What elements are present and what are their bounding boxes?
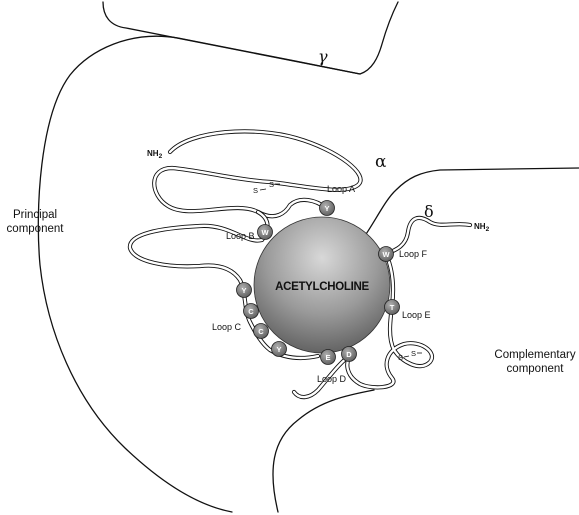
loop-a-label: Loop A: [327, 184, 355, 194]
svg-text:E: E: [325, 353, 330, 362]
subunit-outlines: [37, 1, 579, 513]
svg-text:S: S: [269, 180, 274, 189]
delta-n-terminus-label: NH2: [474, 222, 490, 233]
svg-text:D: D: [346, 350, 352, 359]
svg-text:S: S: [411, 349, 416, 358]
delta-lower-boundary: [272, 389, 375, 513]
residue-loopD-e: E: [320, 349, 336, 365]
svg-text:Y: Y: [276, 345, 281, 354]
residue-loopC-y1: Y: [236, 282, 252, 298]
delta-subunit-label: δ: [424, 202, 434, 221]
svg-text:S: S: [253, 186, 258, 195]
loop-c-label: Loop C: [212, 322, 242, 332]
loop-d-label: Loop D: [317, 374, 347, 384]
residues: Y W Y C C Y E D: [236, 200, 400, 365]
principal-component-label-line1: Principal: [13, 209, 57, 221]
ligand-label: ACETYLCHOLINE: [275, 281, 369, 293]
complementary-component-label-line1: Complementary: [494, 349, 575, 361]
svg-text:C: C: [258, 327, 264, 336]
svg-text:W: W: [261, 228, 269, 237]
residue-loopC-c1: C: [243, 303, 259, 319]
residue-loopB-w: W: [257, 224, 273, 240]
residue-loopC-y2: Y: [271, 341, 287, 357]
alpha-n-terminus-label: NH2: [147, 149, 163, 160]
gamma-subunit-outline: [102, 1, 399, 75]
complementary-component-label-line2: component: [507, 363, 565, 375]
loop-e-label: Loop E: [402, 310, 431, 320]
svg-text:T: T: [390, 303, 395, 312]
residue-loopE-t: T: [384, 299, 400, 315]
residue-loopC-c2: C: [253, 323, 269, 339]
svg-text:Y: Y: [324, 204, 329, 213]
svg-text:S: S: [398, 353, 403, 362]
principal-component-label-line2: component: [7, 223, 65, 235]
gamma-subunit-label: γ: [318, 47, 328, 66]
svg-text:W: W: [382, 250, 390, 259]
residue-loopA-y: Y: [319, 200, 335, 216]
alpha-subunit-label: α: [375, 152, 387, 172]
alpha-subunit-outline: [37, 35, 361, 513]
svg-text:C: C: [248, 307, 254, 316]
svg-text:Y: Y: [241, 286, 246, 295]
delta-disulfide-bridge: S S: [398, 349, 422, 362]
alpha-strand: [127, 129, 363, 361]
alpha-disulfide-bridge: S S: [253, 180, 280, 195]
alpha-delta-interface: [361, 167, 579, 241]
residue-loopF-w: W: [378, 246, 394, 262]
loop-b-label: Loop B: [226, 231, 255, 241]
residue-loopD-d: D: [341, 346, 357, 362]
loop-f-label: Loop F: [399, 249, 428, 259]
